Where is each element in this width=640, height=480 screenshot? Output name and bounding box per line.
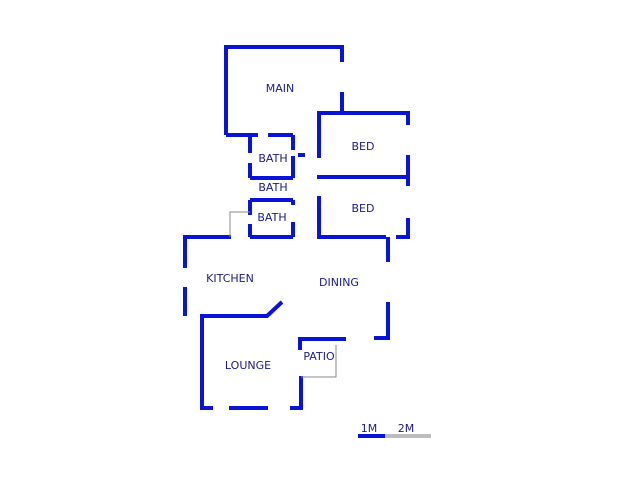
wall-main (224, 45, 344, 135)
room-label-bed-2: BED (352, 202, 375, 215)
room-label-dining: DINING (319, 276, 359, 289)
wall-kitchen-bottom (200, 300, 284, 318)
room-label-main: MAIN (266, 82, 295, 95)
room-label-bed-1: BED (352, 140, 375, 153)
wall-bed-right-2 (396, 218, 410, 239)
wall-bed-top (317, 111, 410, 125)
room-label-kitchen: KITCHEN (206, 272, 254, 285)
patio-outline (301, 345, 337, 378)
scale-label-2m: 2M (398, 422, 415, 435)
wall-kitchen-top (183, 235, 231, 268)
wall-dining-bottom (298, 337, 346, 350)
wall-bed-left-2 (317, 196, 386, 239)
wall-lounge-left (200, 316, 213, 410)
room-label-bath-1: BATH (258, 152, 287, 165)
wall-dining-right (374, 237, 390, 340)
kitchen-window-line (229, 211, 250, 237)
room-label-bath-3: BATH (257, 211, 286, 224)
room-label-lounge: LOUNGE (225, 359, 271, 372)
room-label-patio: PATIO (303, 350, 335, 363)
wall-lounge-bottom (229, 376, 303, 410)
walls (183, 45, 410, 410)
room-labels: MAIN BATH BATH BATH BED BED KITCHEN DINI… (206, 82, 374, 372)
scale-bar: 1M 2M (358, 422, 431, 438)
room-label-bath-2: BATH (258, 181, 287, 194)
scale-label-1m: 1M (361, 422, 378, 435)
